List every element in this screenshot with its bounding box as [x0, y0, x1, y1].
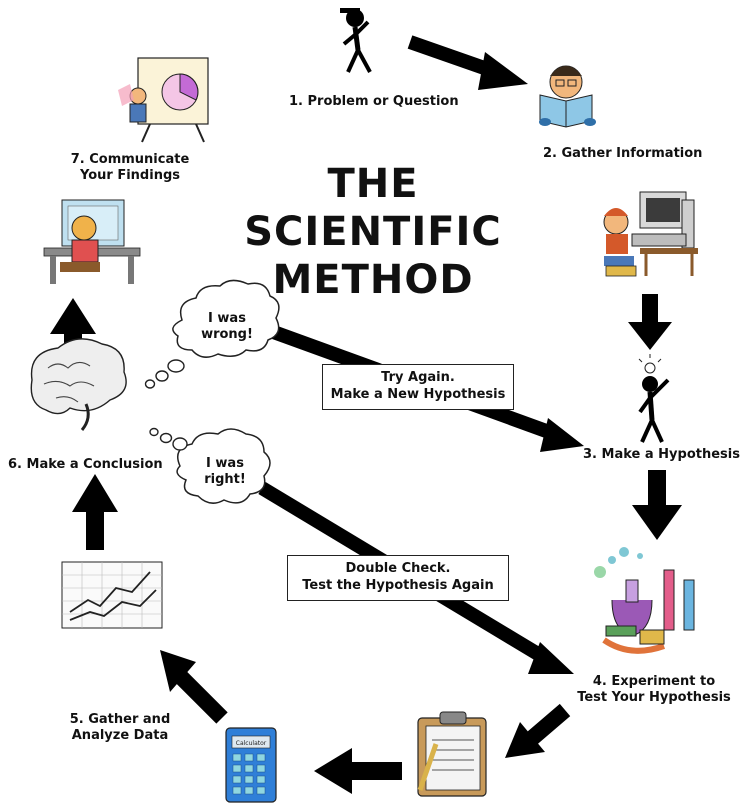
- step-5-label: 5. Gather and Analyze Data: [60, 712, 180, 744]
- lab-experiment-illustration: [594, 547, 695, 654]
- brain-illustration: [30, 338, 127, 431]
- arrow-3-to-4: [632, 470, 682, 540]
- step-6-label: 6. Make a Conclusion: [8, 457, 163, 472]
- try-again-box: Try Again. Make a New Hypothesis: [322, 364, 514, 410]
- arrow-calculator-to-graph: [160, 650, 228, 724]
- step-2-label: 2. Gather Information: [543, 146, 703, 161]
- step-4-line-2: Test Your Hypothesis: [577, 690, 731, 705]
- idea-stick-figure-illustration: [638, 354, 670, 443]
- bubble-wrong-line-2: wrong!: [201, 327, 253, 342]
- bubble-wrong-line-1: I was: [208, 311, 246, 326]
- step-3-label: 3. Make a Hypothesis: [583, 447, 740, 462]
- thinking-stick-figure-illustration: [340, 8, 372, 73]
- try-again-line-1: Try Again.: [381, 370, 455, 385]
- arrow-graph-to-6: [72, 474, 118, 550]
- step-7-line-2: Your Findings: [80, 168, 180, 183]
- presentation-chart-illustration: [118, 57, 209, 143]
- boy-reading-illustration: [539, 65, 596, 128]
- student-at-desk-illustration: [43, 199, 141, 284]
- kid-at-computer-illustration: [603, 191, 698, 277]
- step-7-line-1: 7. Communicate: [70, 152, 190, 167]
- arrow-4-to-clipboard: [505, 703, 571, 758]
- step-5-line-2: Analyze Data: [71, 728, 169, 743]
- clipboard-illustration: [417, 711, 487, 797]
- double-check-line-1: Double Check.: [345, 561, 451, 576]
- double-check-line-2: Test the Hypothesis Again: [302, 578, 494, 593]
- arrow-2-to-3: [628, 294, 672, 350]
- arrow-1-to-2: [407, 35, 528, 90]
- thought-bubble-wrong: [144, 279, 280, 389]
- arrow-clipboard-to-calculator: [314, 748, 402, 794]
- thought-bubble-right: [149, 427, 271, 504]
- line-graph-illustration: [61, 561, 163, 629]
- step-1-label: 1. Problem or Question: [289, 94, 459, 109]
- bubble-right-line-2: right!: [204, 472, 246, 487]
- title-line-2: SCIENTIFIC: [244, 209, 502, 255]
- bubble-wrong-text: I was wrong!: [192, 311, 262, 343]
- step-7-label: 7. Communicate Your Findings: [60, 152, 200, 184]
- step-4-label: 4. Experiment to Test Your Hypothesis: [569, 674, 739, 706]
- step-4-line-1: 4. Experiment to: [592, 674, 716, 689]
- double-check-box: Double Check. Test the Hypothesis Again: [287, 555, 509, 601]
- bubble-right-text: I was right!: [190, 456, 260, 488]
- calculator-illustration: Calculator: [225, 727, 277, 803]
- step-5-line-1: 5. Gather and: [69, 712, 171, 727]
- title-line-3: METHOD: [272, 257, 474, 303]
- calculator-screen-text: Calculator: [236, 740, 267, 747]
- title-line-1: THE: [327, 161, 419, 207]
- bubble-right-line-1: I was: [206, 456, 244, 471]
- try-again-line-2: Make a New Hypothesis: [330, 387, 506, 402]
- diagram-title: THE SCIENTIFIC METHOD: [238, 160, 508, 304]
